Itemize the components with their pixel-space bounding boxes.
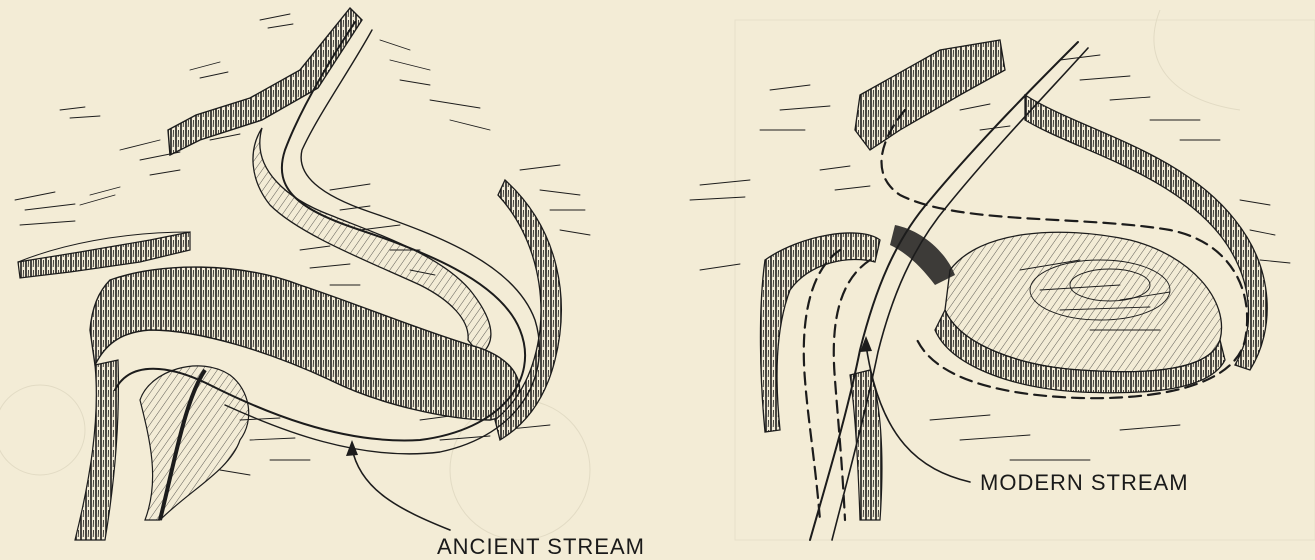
ancient-stream-sketch	[15, 8, 590, 540]
upper-left-cliff-block	[855, 40, 1005, 150]
modern-stream-sketch	[690, 40, 1290, 540]
upper-cliff-band	[168, 8, 362, 155]
lower-left-cliff	[75, 360, 118, 540]
ancient-stream-label: ANCIENT STREAM	[437, 534, 645, 560]
modern-stream-label: MODERN STREAM	[980, 470, 1189, 496]
neck-rubble	[890, 225, 955, 285]
ancient-stream-pointer	[352, 448, 450, 530]
